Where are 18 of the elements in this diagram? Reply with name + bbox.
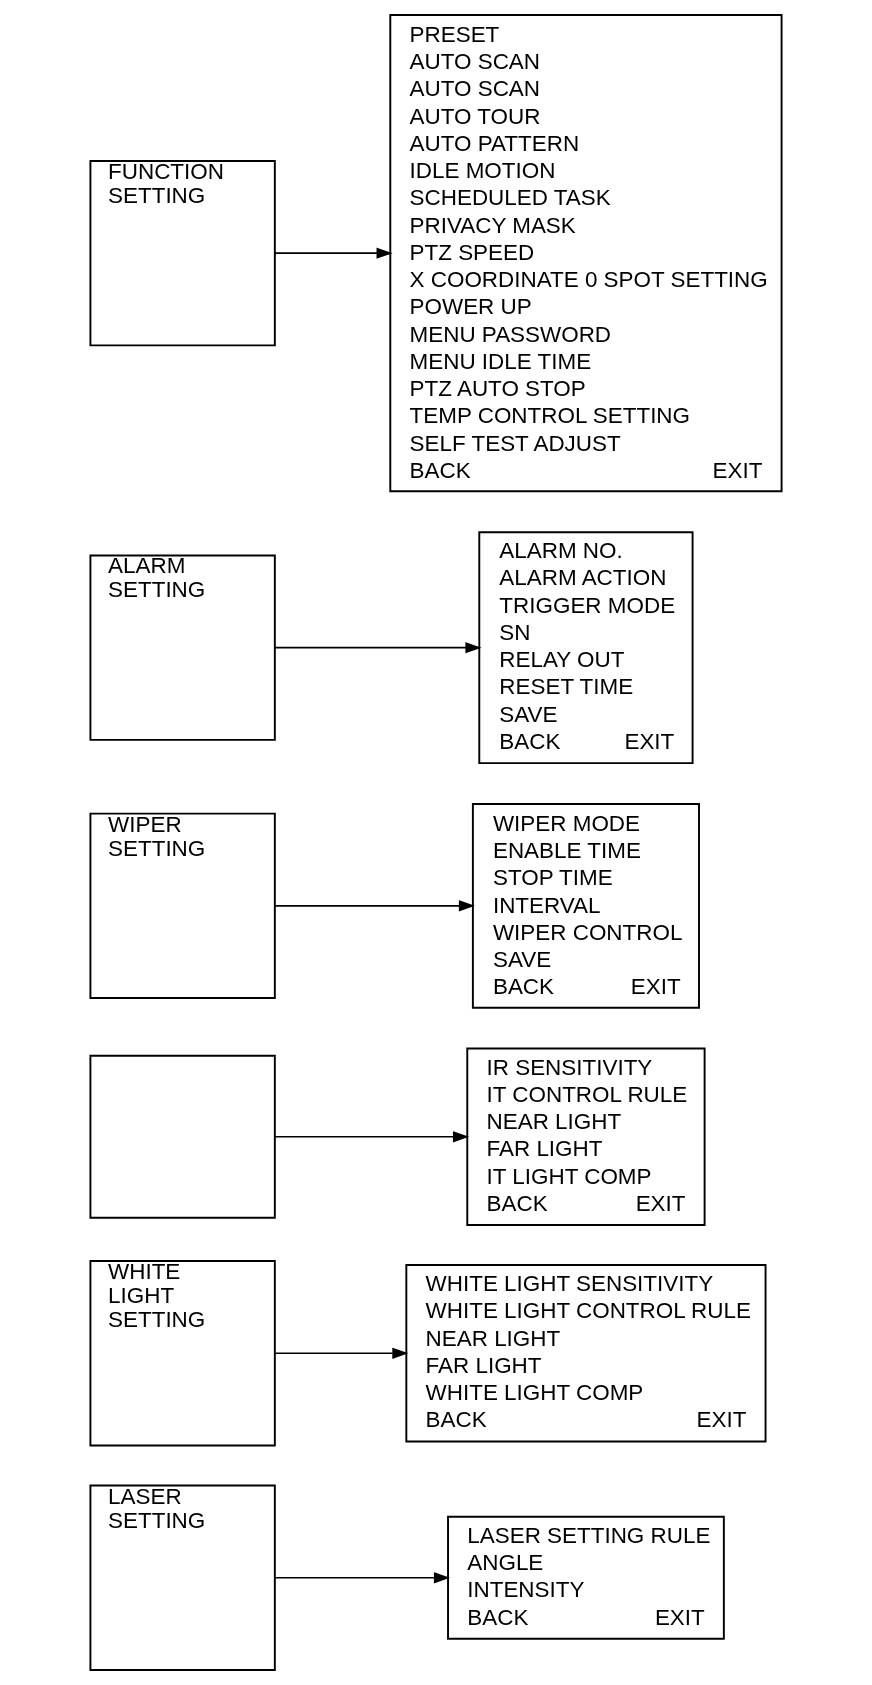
node-box: PRESET AUTO SCAN AUTO SCAN AUTO TOUR AUTO PATTERN IDLE MOTION SCHEDULED TASK PRIVACY MASK PTZ SPEED X COORDINATE 0 SPOT SETTING POWER UP MENU PASSWORD MENU IDLE TIME PTZ AUTO STOP TEMP CONTROL SETTING SELF TEST ADJUST BACK EXIT	[389, 14, 783, 493]
arrow	[274, 1572, 450, 1584]
arrow	[274, 642, 482, 654]
node-box	[89, 1054, 276, 1219]
arrow	[274, 900, 475, 912]
arrow	[274, 247, 393, 259]
node-box: LASER SETTING RULE ANGLE INTENSITY BACK EXIT	[447, 1515, 725, 1640]
node-box: FUNCTION SETTING	[89, 160, 276, 347]
node-box: LASER SETTING	[89, 1484, 276, 1671]
arrow	[274, 1347, 409, 1359]
node-box: ALARM SETTING	[89, 554, 276, 741]
node-box: IR SENSITIVITY IT CONTROL RULE NEAR LIGHT FAR LIGHT IT LIGHT COMP BACK EXIT	[466, 1047, 706, 1226]
node-box: ALARM NO. ALARM ACTION TRIGGER MODE SN RELAY OUT RESET TIME SAVE BACK EXIT	[478, 531, 694, 765]
node-box: WIPER MODE ENABLE TIME STOP TIME INTERVAL WIPER CONTROL SAVE BACK EXIT	[471, 803, 700, 1009]
node-box: WHITE LIGHT SETTING	[89, 1260, 276, 1447]
node-box: WHITE LIGHT SENSITIVITY WHITE LIGHT CONTROL RULE NEAR LIGHT FAR LIGHT WHITE LIGHT COMP BACK EXIT	[405, 1264, 767, 1443]
arrow	[274, 1131, 469, 1143]
node-box: WIPER SETTING	[89, 812, 276, 999]
